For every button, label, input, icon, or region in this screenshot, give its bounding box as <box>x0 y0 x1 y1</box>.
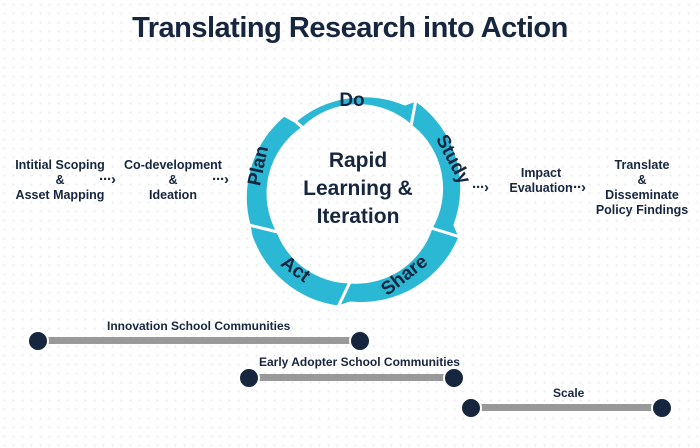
cycle-segment-act <box>247 223 352 309</box>
step-initial-scoping-line1: Intitial Scoping <box>15 158 105 172</box>
step-translate-line2: & <box>637 173 647 187</box>
timeline-end-dot <box>443 367 465 389</box>
cycle-label-do: Do <box>339 90 364 111</box>
step-translate-line1: Translate <box>614 158 670 172</box>
step-translate-disseminate: Translate & Disseminate Policy Findings <box>592 158 692 218</box>
cycle-segment-share <box>336 226 462 309</box>
step-impact-evaluation-line2: Evaluation <box>509 181 573 195</box>
timeline-end-dot <box>651 397 673 419</box>
page-title: Translating Research into Action <box>132 12 568 44</box>
step-initial-scoping-line2: & <box>55 173 65 187</box>
step-translate-line3: Disseminate <box>605 188 679 202</box>
cycle-center-line2: Learning & <box>303 177 413 200</box>
timeline-label: Innovation School Communities <box>107 319 291 333</box>
cycle-center-line3: Iteration <box>316 205 400 228</box>
timeline-start-dot <box>460 397 482 419</box>
cycle-segment-study <box>409 98 464 239</box>
timeline-bar <box>44 337 362 344</box>
step-co-development: Co-development & Ideation <box>118 158 228 203</box>
step-initial-scoping-line3: Asset Mapping <box>15 188 105 202</box>
step-impact-evaluation-line1: Impact <box>520 166 562 180</box>
step-translate-line4: Policy Findings <box>595 203 689 217</box>
timeline-end-dot <box>349 330 371 352</box>
arrow-2-icon: ···› <box>212 171 229 188</box>
timeline-label: Early Adopter School Communities <box>259 355 460 369</box>
step-impact-evaluation: Impact Evaluation <box>502 166 580 196</box>
cycle-segment-plan <box>243 113 305 234</box>
arrow-4-icon: ···› <box>569 179 586 196</box>
arrow-1-icon: ···› <box>99 171 116 188</box>
cycle-center-text: Rapid Learning & Iteration <box>296 147 420 231</box>
step-initial-scoping: Intitial Scoping & Asset Mapping <box>10 158 110 203</box>
step-co-development-line1: Co-development <box>124 158 222 172</box>
timeline-bar <box>252 374 454 381</box>
step-co-development-line2: & <box>168 173 178 187</box>
timeline-label: Scale <box>553 386 585 400</box>
timeline-bar <box>474 404 664 411</box>
timeline-start-dot <box>238 367 260 389</box>
timeline-start-dot <box>27 330 49 352</box>
arrow-3-icon: ···› <box>472 179 489 196</box>
step-co-development-line3: Ideation <box>149 188 197 202</box>
cycle-center-line1: Rapid <box>328 149 388 172</box>
